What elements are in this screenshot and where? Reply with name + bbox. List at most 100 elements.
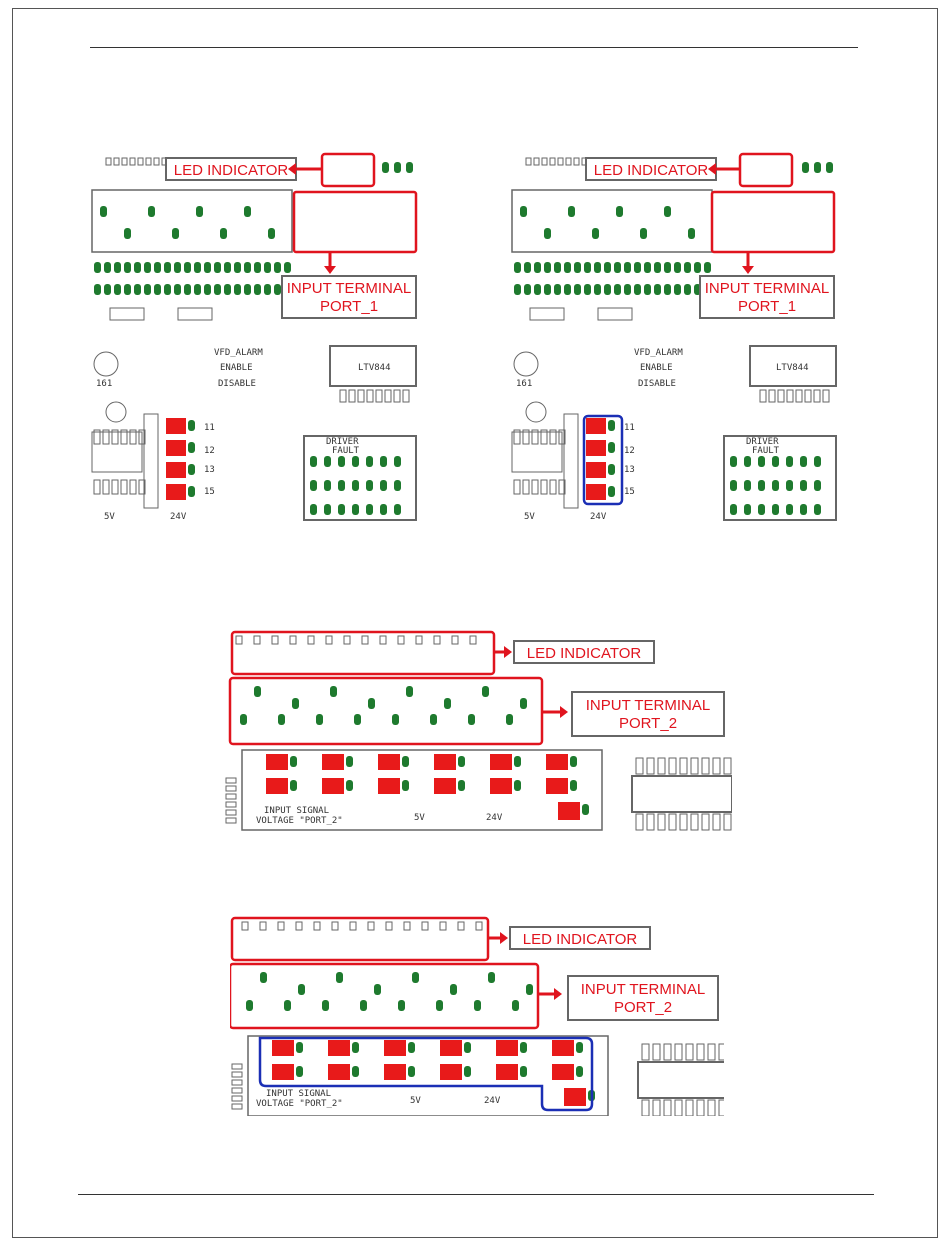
green-pad xyxy=(570,780,577,791)
ic-pin xyxy=(696,1099,705,1116)
board-outline xyxy=(511,189,837,521)
ic-pin xyxy=(696,1043,705,1061)
green-pad xyxy=(644,262,651,273)
ic-pin xyxy=(685,1099,694,1116)
led-indicator-label: LED INDICATOR xyxy=(174,162,289,179)
v5-label: 5V xyxy=(524,512,535,522)
led-arrow-head xyxy=(708,163,716,175)
red-jumper xyxy=(166,484,186,500)
green-pad xyxy=(514,262,521,273)
input-terminal-box xyxy=(571,691,725,737)
green-pad xyxy=(800,456,807,467)
green-pad xyxy=(534,284,541,295)
green-pad xyxy=(640,228,647,239)
trimmer xyxy=(93,351,119,377)
green-pad xyxy=(268,228,275,239)
green-pad xyxy=(172,228,179,239)
top-pin xyxy=(241,921,249,931)
green-pad xyxy=(430,714,437,725)
green-pad xyxy=(124,228,131,239)
green-pad xyxy=(730,480,737,491)
green-pad xyxy=(464,1066,471,1077)
green-pad xyxy=(534,262,541,273)
edge-pin xyxy=(231,1063,243,1070)
jumper-label-13: 13 xyxy=(624,465,635,475)
green-pad xyxy=(412,972,419,983)
green-pad xyxy=(174,284,181,295)
green-pad xyxy=(204,284,211,295)
green-pad xyxy=(374,984,381,995)
green-pad xyxy=(352,456,359,467)
green-pad xyxy=(584,284,591,295)
red-jumper xyxy=(546,754,568,770)
driver-label: DRIVER xyxy=(326,437,359,447)
green-pad xyxy=(366,480,373,491)
red-jumper xyxy=(440,1040,462,1056)
green-pad xyxy=(744,480,751,491)
terminal-arrow-head xyxy=(324,266,336,274)
green-pad xyxy=(544,262,551,273)
trimmer xyxy=(513,351,539,377)
green-pad xyxy=(164,262,171,273)
top-pin xyxy=(277,921,285,931)
terminal-arrow-head xyxy=(554,988,562,1000)
green-pad xyxy=(394,456,401,467)
green-pad xyxy=(514,780,521,791)
red-jumper xyxy=(384,1040,406,1056)
input-terminal-label-line1: INPUT TERMINAL xyxy=(586,697,710,714)
jumper-blue-highlight xyxy=(258,1036,594,1112)
green-pad xyxy=(634,284,641,295)
red-jumper xyxy=(490,778,512,794)
input-terminal-box xyxy=(567,975,719,1021)
green-pad xyxy=(352,480,359,491)
input-terminal-highlight xyxy=(292,190,418,254)
top-pin xyxy=(113,157,120,166)
green-pad xyxy=(394,504,401,515)
ic-pin xyxy=(786,389,794,403)
top-pin xyxy=(325,635,333,645)
green-pad xyxy=(408,1066,415,1077)
green-pad xyxy=(244,284,251,295)
driver-label: DRIVER xyxy=(746,437,779,447)
top-pin xyxy=(475,921,483,931)
figure-port1-board: LED INDICATOR INPUT TERMINAL PORT_1 VFD_… xyxy=(90,150,420,532)
green-pad xyxy=(758,504,765,515)
page-border xyxy=(12,8,938,1238)
figure-port2-board: LED INDICATOR INPUT TERMINAL PORT_2 INPU… xyxy=(224,628,732,834)
green-pad xyxy=(826,162,833,173)
led-indicator-highlight xyxy=(738,152,794,188)
green-pad xyxy=(368,698,375,709)
ic-pin xyxy=(795,389,803,403)
green-pad xyxy=(224,284,231,295)
green-pad xyxy=(786,480,793,491)
green-pad xyxy=(144,262,151,273)
header-pin xyxy=(540,429,548,445)
ic-pin xyxy=(759,389,767,403)
ic-pin xyxy=(375,389,383,403)
jumper-frame xyxy=(241,749,603,831)
green-pad xyxy=(474,1000,481,1011)
header-pin xyxy=(93,479,101,495)
green-pad xyxy=(520,206,527,217)
green-pad xyxy=(464,1042,471,1053)
v5-label: 5V xyxy=(104,512,115,522)
red-jumper xyxy=(322,778,344,794)
green-pad xyxy=(274,262,281,273)
green-pad xyxy=(194,262,201,273)
green-pad xyxy=(654,262,661,273)
input-signal-label: INPUT SIGNAL xyxy=(266,1089,331,1099)
jumper-label-12: 12 xyxy=(624,446,635,456)
green-pad xyxy=(402,756,409,767)
ic-pin xyxy=(712,757,721,775)
edge-pin xyxy=(231,1095,243,1102)
jumper-frame xyxy=(563,413,579,509)
green-pad xyxy=(296,1066,303,1077)
trimmer xyxy=(105,401,127,423)
red-jumper xyxy=(558,802,580,820)
header-pin xyxy=(549,429,557,445)
top-pin xyxy=(105,157,112,166)
vfd-alarm-label: VFD_ALARM xyxy=(214,348,263,358)
ic-ltv844 xyxy=(749,345,837,387)
green-pad xyxy=(444,698,451,709)
green-pad xyxy=(346,756,353,767)
